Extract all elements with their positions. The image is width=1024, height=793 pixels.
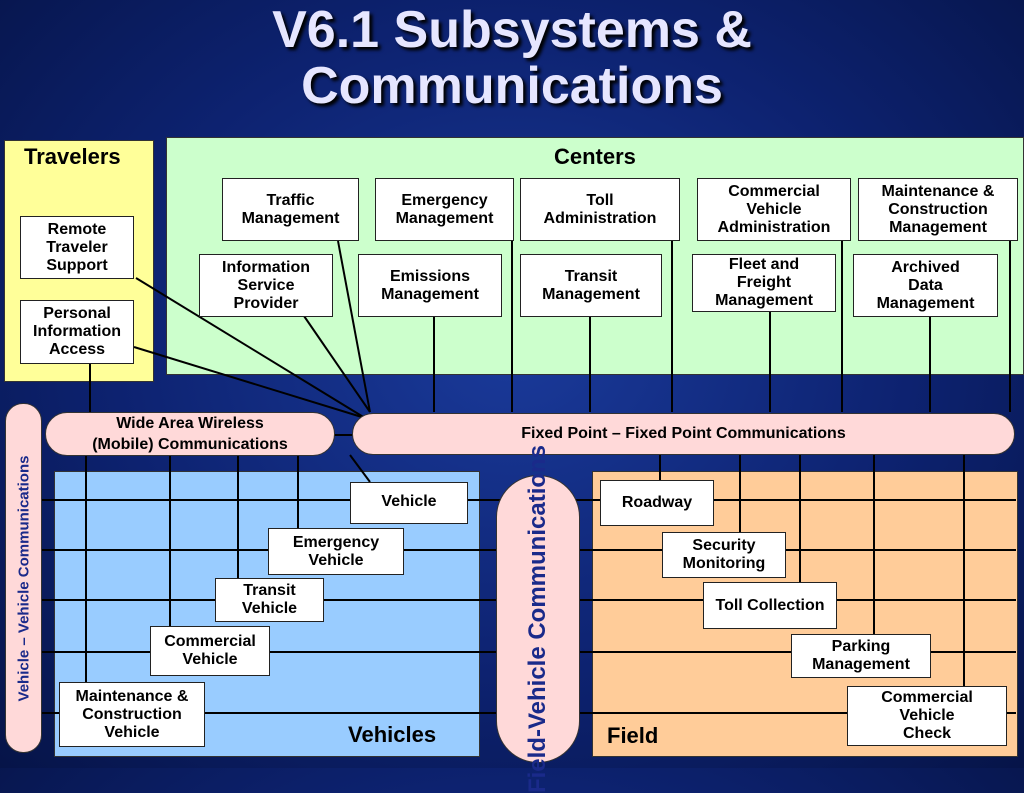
maintenance-construction-vehicle-box: Maintenance & Construction Vehicle	[59, 682, 205, 747]
vehicle-vehicle-pill: Vehicle – Vehicle Communications	[5, 403, 42, 753]
emissions-management-box: Emissions Management	[358, 254, 502, 317]
commercial-vehicle-box: Commercial Vehicle	[150, 626, 270, 676]
security-monitoring-box: Security Monitoring	[662, 532, 786, 578]
field-label: Field	[607, 723, 659, 748]
fixed-point-pill: Fixed Point – Fixed Point Communications	[352, 413, 1015, 455]
field-vehicle-pill: Field-Vehicle Communications	[496, 445, 580, 793]
vehicle-box: Vehicle	[350, 482, 468, 524]
commercial-vehicle-check-box: Commercial Vehicle Check	[847, 686, 1007, 746]
parking-management-box: Parking Management	[791, 634, 931, 678]
page-title: V6.1 Subsystems & Communications	[272, 1, 752, 115]
personal-information-access-box: Personal Information Access	[20, 300, 134, 364]
line-rts	[135, 277, 366, 419]
travelers-label: Travelers	[24, 144, 121, 169]
line-pia	[133, 346, 366, 419]
transit-management-box: Transit Management	[520, 254, 662, 317]
wide-area-wireless-pill: Wide Area Wireless (Mobile) Communicatio…	[45, 412, 335, 456]
vehicle-vehicle-label: Vehicle – Vehicle Communications	[15, 455, 32, 701]
emergency-management-box: Emergency Management	[375, 178, 514, 241]
line-isp	[303, 315, 371, 413]
maintenance-construction-management-box: Maintenance & Construction Management	[858, 178, 1018, 241]
roadway-box: Roadway	[600, 480, 714, 526]
remote-traveler-support-box: Remote Traveler Support	[20, 216, 134, 279]
field-vehicle-label: Field-Vehicle Communications	[524, 444, 552, 793]
traffic-management-box: Traffic Management	[222, 178, 359, 241]
line-traffic	[337, 240, 371, 413]
transit-vehicle-box: Transit Vehicle	[215, 578, 324, 622]
commercial-vehicle-administration-box: Commercial Vehicle Administration	[697, 178, 851, 241]
toll-collection-box: Toll Collection	[703, 582, 837, 629]
emergency-vehicle-box: Emergency Vehicle	[268, 528, 404, 575]
line-wa-5	[349, 454, 371, 483]
toll-administration-box: Toll Administration	[520, 178, 680, 241]
fleet-freight-management-box: Fleet and Freight Management	[692, 254, 836, 312]
vehicles-label: Vehicles	[348, 722, 437, 747]
archived-data-management-box: Archived Data Management	[853, 254, 998, 317]
information-service-provider-box: Information Service Provider	[199, 254, 333, 317]
centers-label: Centers	[554, 144, 636, 169]
